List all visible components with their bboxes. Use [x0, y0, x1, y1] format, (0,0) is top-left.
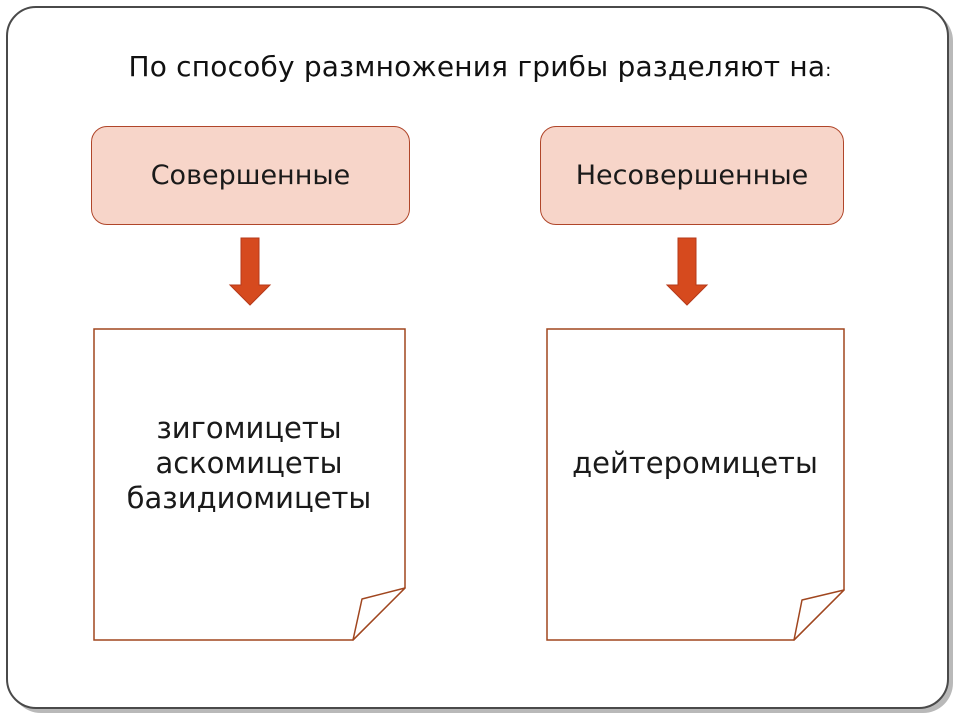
category-box-imperfect: Несовершенные — [540, 126, 844, 225]
member-item: аскомицеты — [155, 445, 343, 480]
note-card-imperfect — [546, 328, 845, 641]
down-arrow-icon — [228, 237, 272, 306]
member-item: зигомицеты — [156, 410, 342, 445]
member-item: дейтеромицеты — [572, 445, 818, 480]
title-text: По способу размножения грибы разделяют н… — [128, 50, 826, 83]
member-item: базидиомицеты — [126, 480, 372, 515]
slide-title: По способу размножения грибы разделяют н… — [0, 50, 960, 83]
note-card-perfect — [93, 328, 406, 641]
category-box-perfect: Совершенные — [91, 126, 410, 225]
down-arrow-icon — [665, 237, 709, 306]
members-list-perfect: зигомицеты аскомицеты базидиомицеты — [93, 400, 405, 526]
title-colon: : — [825, 60, 832, 81]
category-label-imperfect: Несовершенные — [575, 159, 809, 191]
members-list-imperfect: дейтеромицеты — [546, 400, 844, 526]
category-label-perfect: Совершенные — [150, 159, 351, 191]
